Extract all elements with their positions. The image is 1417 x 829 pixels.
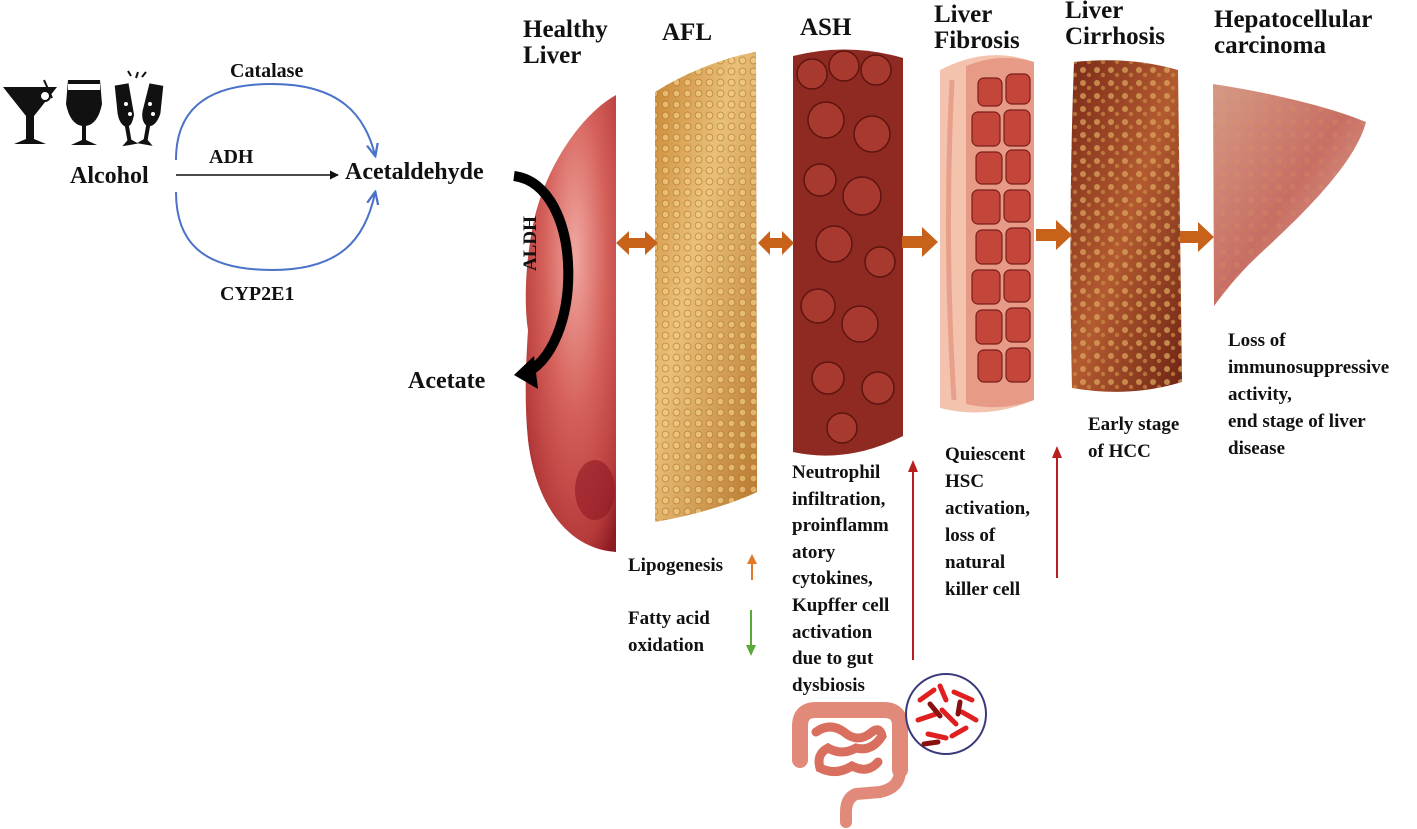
catalase-arc [175,82,375,161]
fibrosis-note-line: activation, [945,498,1030,519]
fibrosis-note-line: killer cell [945,579,1021,600]
stage-title-hcc: Hepatocellular carcinoma [1214,7,1372,59]
cirrhosis-note-line: of HCC [1088,441,1151,462]
fibrosis-note-line: loss of [945,525,996,546]
stage-title-healthy-line2: Liver [523,42,582,69]
stage-title-healthy: Healthy Liver [523,17,608,69]
hcc-tissue-image [1213,84,1366,306]
hcc-note-line: end stage of liver [1228,411,1366,432]
fatty-acid-line1: Fatty acid [628,608,710,629]
aldh-arrow [512,171,574,380]
fatty-acid-line2: oxidation [628,635,705,656]
aldh-arrowhead [514,356,538,389]
stage-title-afl-line1: AFL [662,19,712,46]
lipogenesis-label: Lipogenesis [628,555,724,576]
cirrhosis-note: Early stage of HCC [1088,411,1179,465]
stage-title-cirrhosis-line1: Liver [1065,0,1124,24]
stage-title-ash: ASH [800,15,851,41]
fibrosis-note-line: HSC [945,471,985,492]
cirrhosis-note-line: Early stage [1088,414,1180,435]
ash-note-line: due to gut [792,648,874,670]
fibrosis-note-line: Quiescent [945,444,1026,465]
fibrosis-tissue-image [940,55,1034,413]
hcc-note-line: immunosuppressive [1228,357,1390,378]
alcohol-label: Alcohol [70,163,149,189]
stage-title-fibrosis-line1: Liver [934,1,993,28]
ash-tissue-image [793,49,903,456]
wine-glass-icon [66,80,102,145]
hcc-note-line: activity, [1228,384,1292,405]
ash-note-line: infiltration, [792,488,886,510]
acetate-label: Acetate [408,368,486,394]
adh-label: ADH [209,146,254,168]
stage-title-hcc-line2: carcinoma [1214,32,1327,59]
healthy-liver-image [525,95,616,552]
cirrhosis-tissue-image [1070,60,1182,392]
champagne-toast-icon [114,70,164,147]
oxidation-decrease-arrow [746,610,756,656]
stage-title-cirrhosis-line2: Cirrhosis [1065,23,1165,50]
stage-title-fibrosis: Liver Fibrosis [934,2,1020,54]
arrow-cirrhosis-hcc [1180,222,1214,252]
cyp2e1-label: CYP2E1 [220,283,295,305]
cyp2e1-arc [175,192,375,272]
acetaldehyde-label: Acetaldehyde [345,159,484,185]
hcc-note-line: Loss of [1228,330,1286,351]
hcc-note: Loss of immunosuppressive activity, end … [1228,327,1389,462]
aldh-label: ALDH [520,216,541,271]
ash-note-line: Kupffer cell [792,594,890,616]
fibrosis-note: Quiescent HSC activation, loss of natura… [945,441,1030,603]
ash-note: Neutrophil infiltration, proinflamm ator… [792,460,889,699]
stage-title-healthy-line1: Healthy [523,16,608,43]
ash-note-line: Neutrophil [792,462,881,483]
fibrosis-note-line: natural [945,552,1006,573]
hcc-note-line: disease [1228,438,1285,459]
ash-note-line: dysbiosis [792,674,865,696]
afl-tissue-image [655,52,757,522]
cocktail-glass-icon [3,79,57,144]
fibrosis-activation-arrow [1052,446,1062,578]
ash-note-line: activation [792,621,873,643]
stage-title-fibrosis-line2: Fibrosis [934,27,1020,54]
double-arrow-healthy-afl [616,231,658,255]
ash-note-line: proinflamm [792,515,889,537]
arrow-ash-fibrosis [902,227,938,257]
intestine-icon [792,702,908,828]
stage-title-afl: AFL [662,20,712,46]
gut-bacteria-icon [905,673,987,755]
ash-note-line: atory [792,541,836,563]
arrow-fibrosis-cirrhosis [1036,220,1072,250]
ash-activation-arrow [908,460,918,660]
stage-title-cirrhosis: Liver Cirrhosis [1065,0,1165,50]
double-arrow-afl-ash [758,231,794,255]
fatty-acid-oxidation-label: Fatty acid oxidation [628,605,710,659]
stage-title-hcc-line1: Hepatocellular [1214,6,1373,33]
catalase-label: Catalase [230,60,304,82]
lipogenesis-increase-arrow [747,554,757,580]
stage-title-ash-line1: ASH [800,14,852,41]
ash-note-line: cytokines, [792,568,873,590]
